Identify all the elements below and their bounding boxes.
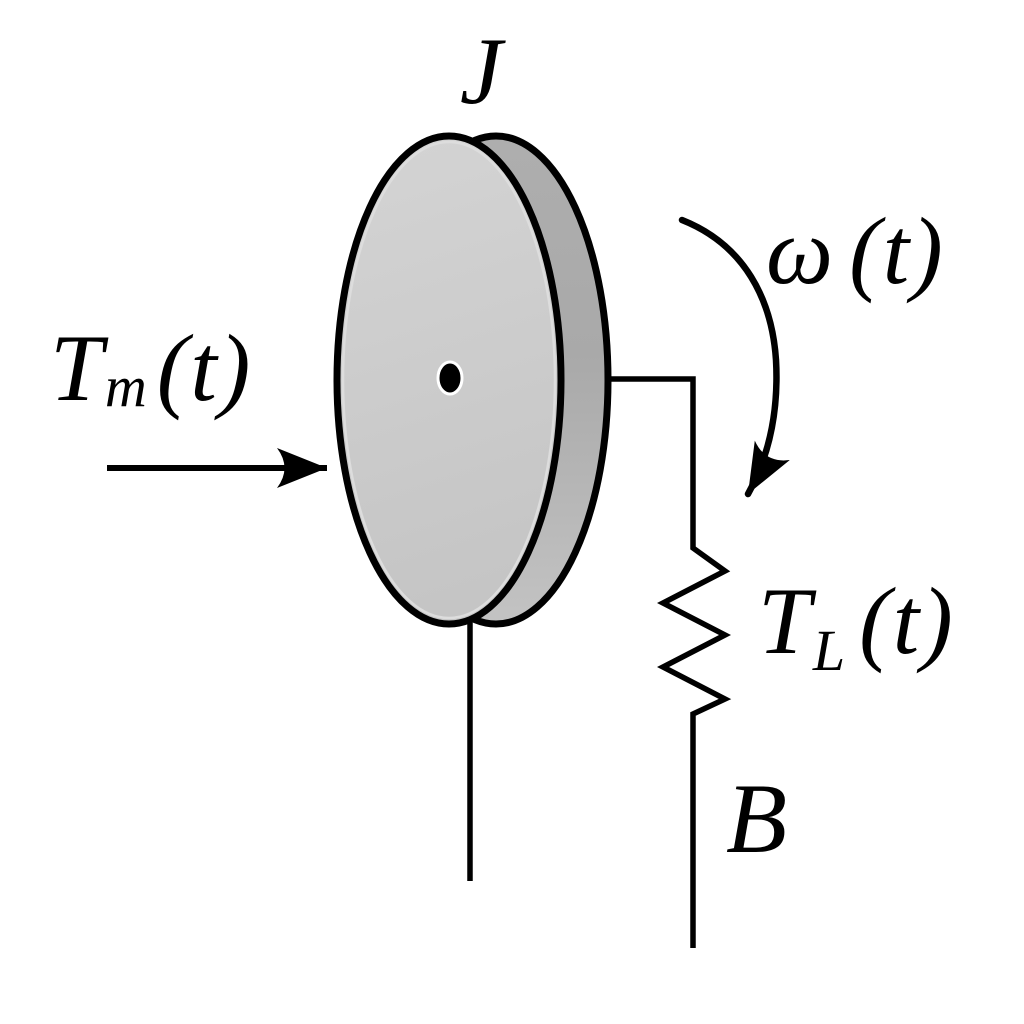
label-input-torque-sub: m (105, 354, 149, 419)
hub-center-dot (436, 360, 464, 396)
label-input-torque: Tm(t) (50, 315, 252, 421)
disk-face-highlight (341, 140, 557, 620)
label-load-torque-base: T (758, 568, 817, 674)
angular-velocity-arrow (678, 216, 790, 498)
label-load-torque-args: (t) (859, 568, 955, 674)
label-damping: B (726, 763, 789, 874)
label-input-torque-base: T (50, 315, 109, 421)
label-inertia: J (460, 18, 506, 124)
label-angular-velocity-base: ω (766, 198, 835, 304)
label-input-torque-args: (t) (157, 315, 253, 421)
label-angular-velocity: ω(t) (766, 198, 945, 304)
label-angular-velocity-args: (t) (849, 198, 945, 304)
damper-resistor-zigzag-line (601, 376, 732, 948)
label-load-torque: TL(t) (758, 568, 955, 683)
label-load-torque-sub: L (812, 618, 847, 683)
